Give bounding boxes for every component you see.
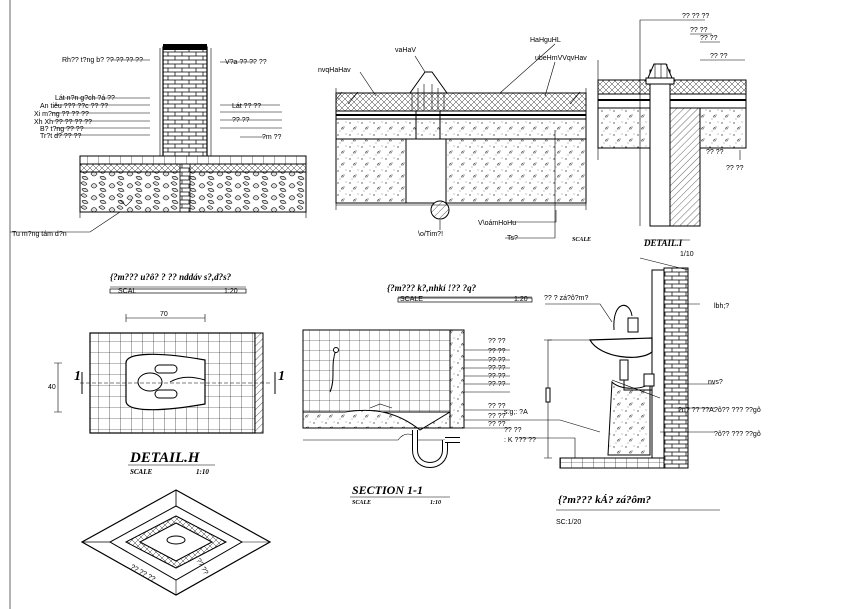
wall-label-10: ?? ?? [232,117,250,124]
wall-label-3: An tiêu ??? ??c ?? ?? [40,103,108,110]
plan-section-mark-right: 1 [278,369,285,384]
wall-label-4: Xi m?ng ?? ?? ?? [34,111,89,118]
plan-title: DETAIL.H [129,450,201,466]
detail-i-label-4: ?? ?? [710,53,728,60]
drain-label-4: ubeHmVVqvHav [535,55,587,62]
wall-label-7: Tr?t d? ?? ?? [40,133,81,140]
wall-label-2: Lát n?n g?ch ?á ?? [55,95,115,102]
drain-label-6: \o/Tim?! [418,231,443,238]
sink-label-7: ?ô?? ??? ??gô [714,431,761,438]
plan-dim-height: 40 [48,384,56,391]
section-scalebar-left: SCALE [400,296,423,303]
detail-i-label-3: ?? ?? [700,35,718,42]
section-1-1: {?m??? k?,nhkí !?? ?q? SCALE 1:20 SECTIO… [302,283,533,506]
wall-label-12: Tu m?ng tám d?n [12,231,67,238]
roof-drain-leaders [359,43,557,239]
section-label-5: ?? ?? [488,373,506,380]
sink-label-6: ?ô?? ??? ??gô [714,407,761,414]
drain-label-1: vaHaV [395,47,416,54]
wall-label-5: Xh Xh ?? ?? ?? ?? [34,119,92,126]
wall-label-8: V?a ?? ?? ?? [225,59,267,66]
section-label-9: ?? ?? [488,421,506,428]
section-labels: ?? ?? ?? ?? ?? ?? ?? ?? ?? ?? ?? ?? ?? ?… [488,338,506,428]
plan-scalebar-right: 1:20 [224,288,238,295]
section-label-2: ?? ?? [488,348,506,355]
detail-i-label-5: ?? ?? [706,149,724,156]
detail-i-label-1: ?? ?? ?? [682,13,709,20]
plan-scalebar-left: SCAL [118,288,136,295]
sink-label-8: ?? ?? [504,427,522,434]
detail-i-label-2: ?? ?? [690,27,708,34]
wall-floor-labels: Rh?? t?ng b? ?? ?? ?? ?? Lát n?n g?ch ?á… [12,57,282,238]
floor-drain-3d: ?? ?? ?? ?? ?? [80,489,272,596]
roof-drain-detail [335,71,587,220]
drain-label-3: nvqHaHav [318,67,351,74]
detail-i-title: DETAIL.I [643,238,683,248]
section-scale-value: 1:10 [430,500,441,506]
drain-label-7: Ts? [507,235,518,242]
sink-title: {?m??? kÁ? zá?ôm? [558,494,652,506]
detail-i-label-6: ?? ?? [726,165,744,172]
section-scale-label: SCALE [352,500,371,506]
roof-drain-labels: vaHaV HaHguHL nvqHaHav ubeHmVVqvHav V\oá… [318,37,591,243]
wall-label-6: B? t?ng ?? ?? [40,126,84,133]
plan-section-mark-left: 1 [74,369,81,384]
plan-scale-label: SCALE [130,468,153,476]
section-label-6: ?? ?? [488,381,506,388]
plan-dim-width: 70 [160,311,168,318]
sink-label-2: lbh;? [714,303,729,310]
detail-i-scale: 1/10 [680,251,694,258]
drain-label-2: HaHguHL [530,37,561,44]
wall-floor-detail [79,44,307,218]
section-label-4: ?? ?? [488,365,506,372]
sink-label-1: ?? ? zá?ô?m? [544,295,588,302]
section-label-7: ?? ?? [488,403,506,410]
wall-label-11: ?m ?? [262,134,282,141]
sink-scale: SC:1/20 [556,519,581,526]
detail-i-labels: ?? ?? ?? ?? ?? ?? ?? ?? ?? ?? ?? ?? ?? D… [643,13,744,258]
squat-toilet-plan: {?m??? u?ô? ? ?? nddáv s?,d?s? SCAL 1:20… [48,272,285,476]
detail-i [597,19,747,241]
sink-label-3: nvs? [708,379,723,386]
section-label-3: ?? ?? [488,357,506,364]
plan-scale-value: 1:10 [196,468,209,476]
section-title: SECTION 1-1 [352,483,423,497]
wall-label-1: Rh?? t?ng b? ?? ?? ?? ?? [62,57,143,64]
sink-section [500,257,715,469]
plan-heading: {?m??? u?ô? ? ?? nddáv s?,d?s? [110,272,232,282]
sink-label-5: ?n? ?? ??A. [678,407,716,414]
sink-label-4: s.g;: ?A [504,409,528,416]
section-heading: {?m??? k?,nhkí !?? ?q? [387,283,477,293]
sink-label-9: : K ??? ?? [504,437,536,444]
sink-labels: ?? ? zá?ô?m? lbh;? nvs? s.g;: ?A ?n? ?? … [504,295,761,526]
wall-floor-leaders [10,59,282,233]
drain-label-5: V\oámHoHu [478,220,516,227]
section-label-8: ?? ?? [488,413,506,420]
section-scalebar-right: 1:20 [514,296,528,303]
drain-scale-label: SCALE [572,237,591,243]
wall-label-9: Lát ?? ?? [232,103,261,110]
section-label-1: ?? ?? [488,338,506,345]
